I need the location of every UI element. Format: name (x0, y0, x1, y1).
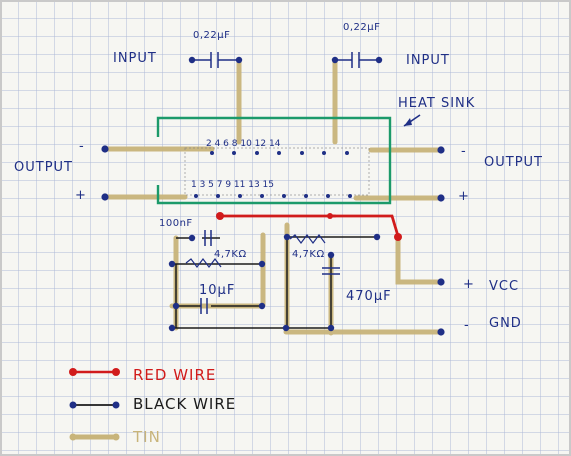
cap-input-left-label: 0,22µF (193, 30, 230, 41)
resistor-right-label: 4,7KΩ (292, 249, 325, 260)
vcc-plus-sign: + (463, 277, 475, 292)
vcc-label: VCC (489, 279, 519, 294)
legend-red-wire-start-node (69, 368, 77, 376)
legend-tin-start-node (69, 433, 77, 441)
legend-black-wire-label: BLACK WIRE (133, 395, 236, 413)
legend-red-wire-label: RED WIRE (133, 366, 216, 384)
legend-black-wire-start-node (69, 401, 77, 409)
gnd-minus-sign: - (464, 318, 470, 333)
legend-tin-label: TIN (132, 428, 161, 446)
output-left-minus: - (79, 139, 85, 154)
cap-input-right-label: 0,22µF (343, 22, 380, 33)
heat-sink (156, 116, 392, 205)
ic-pin-numbers-bottom: 1 3 5 7 9 11 13 15 (191, 180, 274, 190)
legend: RED WIRE BLACK WIRE TIN (69, 366, 236, 446)
output-right-minus: - (461, 144, 467, 159)
resistors (185, 234, 326, 268)
resistor-left-label: 4,7KΩ (214, 249, 247, 260)
heat-sink-arrow-head (404, 118, 412, 126)
output-left-label: OUTPUT (14, 160, 73, 175)
cap-10uf-label: 10µF (199, 283, 235, 298)
capacitors (192, 52, 379, 314)
black-wires (172, 236, 377, 329)
nodes (101, 56, 445, 336)
output-right-plus: + (458, 189, 470, 204)
output-right-label: OUTPUT (484, 155, 543, 170)
input-left-label: INPUT (113, 51, 157, 66)
input-right-label: INPUT (406, 53, 450, 68)
cap-100nf-label: 100nF (159, 218, 193, 229)
legend-red-wire-end-node (112, 368, 120, 376)
gnd-label: GND (489, 316, 522, 331)
ic-pin-holes (194, 151, 352, 198)
cap-470uf-label: 470µF (346, 289, 392, 304)
legend-tin-end-node (112, 433, 120, 441)
output-left-plus: + (75, 188, 87, 203)
ic-pin-numbers-top: 2 4 6 8 10 12 14 (206, 139, 281, 149)
legend-black-wire-end-node (112, 401, 120, 409)
heat-sink-label: HEAT SINK (398, 96, 475, 111)
